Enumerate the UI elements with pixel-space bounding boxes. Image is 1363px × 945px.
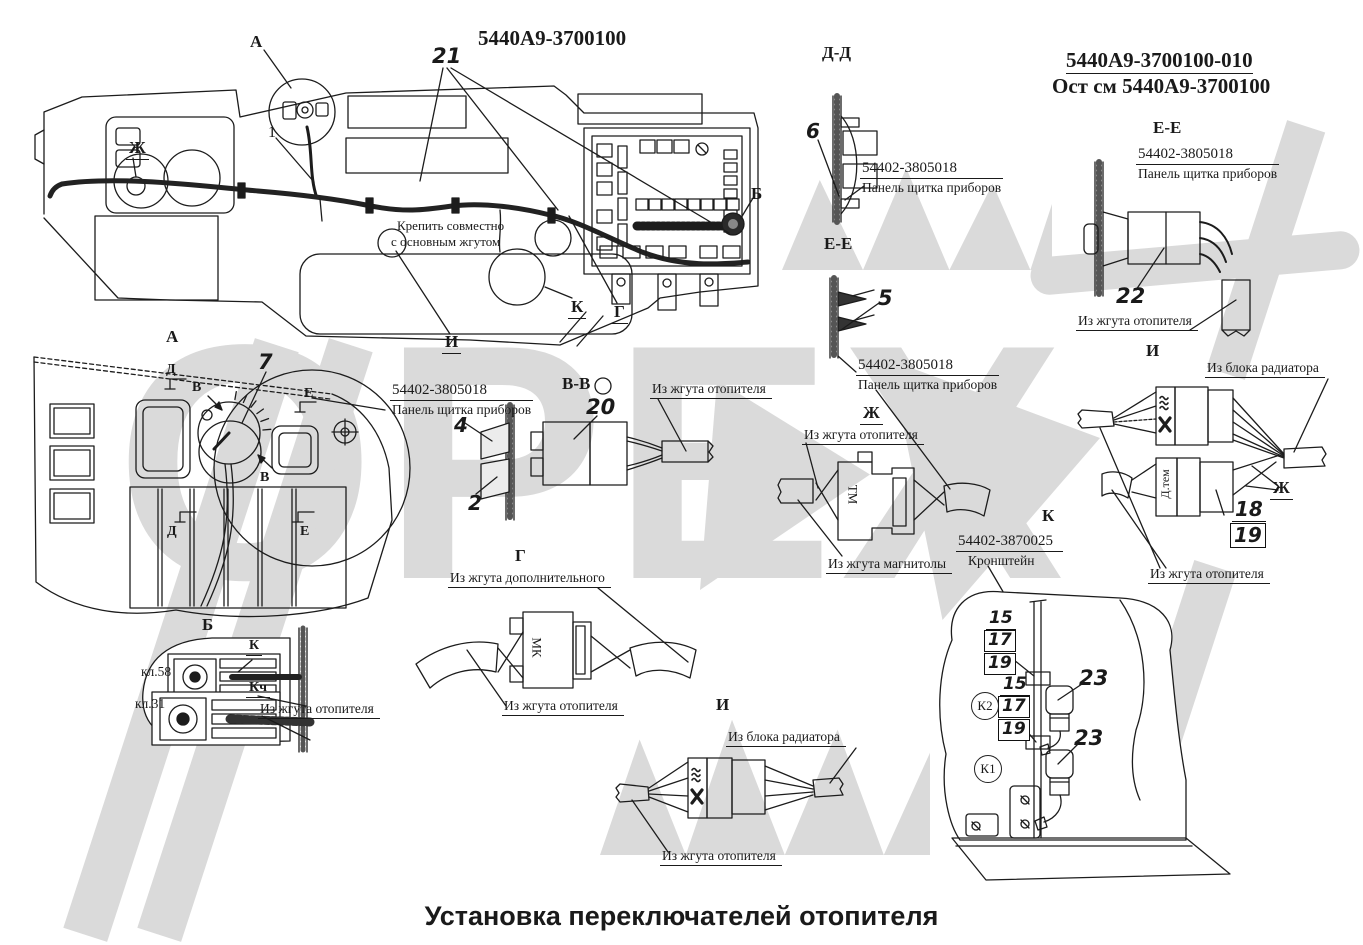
section-ee-left [829, 275, 880, 373]
callout-23-b: 23 [1074, 726, 1104, 750]
section-title-ee-left: Е-Е [824, 234, 853, 253]
lead-radiator-right: Из блока радиатора [1205, 360, 1325, 378]
part-name: Панель щитка приборов [392, 402, 532, 417]
callout-21: 21 [432, 44, 462, 68]
marker-v-top: В [192, 380, 202, 395]
callout-5: 5 [878, 286, 893, 310]
section-title-i-bottom: И [716, 695, 730, 714]
marker-e-bottom: Е [300, 524, 310, 539]
marker-d-bottom: Д [167, 524, 177, 539]
part-name: Панель щитка приборов [1138, 166, 1278, 181]
lead-radiator-bottom: Из блока радиатора [726, 729, 846, 747]
part-code: 54402-3870025 [956, 533, 1063, 552]
connector-label-mk: МК [529, 637, 545, 658]
callout-4: 4 [454, 413, 468, 437]
section-i-bottom [615, 747, 857, 853]
fasten-note-line2: с основным жгутом [391, 234, 501, 249]
panel-part-label-vv: 54402-3805018 Панель щитка приборов [390, 382, 534, 418]
section-i-right [1077, 378, 1329, 569]
marker-k2: К2 [971, 692, 999, 720]
terminal-k: К [246, 638, 263, 657]
view-title-a: А [166, 327, 179, 346]
drawing-number: 5440А9-3700100 [478, 26, 627, 50]
view-marker-b-panel: Б [202, 615, 214, 634]
marker-e-top: Е [304, 386, 314, 401]
section-b [142, 625, 315, 755]
lead-heater-i-bottom: Из жгута отопителя [660, 848, 782, 866]
lead-heater-b: Из жгута отопителя [258, 701, 380, 719]
view-marker-k-right: К [1042, 506, 1055, 525]
panel-a-view [33, 356, 411, 618]
variant-reference-note: Ост см 5440А9-3700100 [1052, 74, 1271, 98]
lead-additional: Из жгута дополнительного [448, 570, 611, 588]
terminal-kl58: кл.58 [141, 664, 172, 679]
part-name: Панель щитка приборов [858, 377, 998, 392]
view-marker-g-dash: Г [611, 302, 628, 324]
marker-d-top: Д [166, 362, 176, 377]
section-title-ee-right: Е-Е [1153, 118, 1182, 137]
callout-19-a: 19 [984, 653, 1016, 675]
section-g [415, 587, 697, 707]
callout-19: 19 [1230, 523, 1266, 548]
view-marker-k-dash: К [568, 297, 587, 319]
panel-part-label-zh: 54402-3805018 Панель щитка приборов [856, 357, 1000, 393]
view-marker-b-dash: Б [751, 184, 763, 203]
part-name: Панель щитка приборов [862, 180, 1002, 195]
page-title: Установка переключателей отопителя [424, 901, 939, 931]
view-marker-zh-dash: Ж [126, 138, 149, 160]
part-code: 54402-3805018 [860, 160, 1004, 179]
callout-22: 22 [1116, 284, 1146, 308]
terminal-kch: Кч [246, 680, 271, 699]
panel-part-label-dd: 54402-3805018 Панель щитка приборов [860, 160, 1004, 196]
lead-heater-vv: Из жгута отопителя [650, 381, 772, 399]
section-vv [461, 377, 714, 523]
section-title-g: Г [515, 546, 526, 565]
callout-2: 2 [468, 491, 482, 515]
bracket-part-label: 54402-3870025 Кронштейн [956, 533, 1063, 569]
section-title-vv: В-В [562, 374, 591, 393]
callout-23-a: 23 [1079, 666, 1109, 690]
part-code: 54402-3805018 [390, 382, 534, 401]
connector-label-tm: ТМ [845, 484, 861, 505]
section-dd [817, 93, 878, 225]
terminal-kl31: кл.31 [135, 696, 166, 711]
part-code: 54402-3805018 [1136, 146, 1280, 165]
lead-heater-ee-right: Из жгута отопителя [1076, 313, 1198, 331]
lead-heater-zh: Из жгута отопителя [802, 427, 924, 445]
view-marker-i-dash: И [442, 332, 462, 354]
lead-magnitola: Из жгута магнитолы [826, 556, 953, 574]
panel-part-label-ee-right: 54402-3805018 Панель щитка приборов [1136, 146, 1280, 182]
callout-1: 1 [268, 124, 276, 141]
callout-20: 20 [586, 395, 616, 419]
callout-18: 18 [1232, 498, 1266, 522]
lead-heater-g: Из жгута отопителя [502, 698, 624, 716]
connector-label-dtem: Д.тем [1158, 469, 1173, 499]
variant-drawing-number: 5440А9-3700100-010 [1066, 48, 1253, 75]
callout-15-b: 15 [1000, 674, 1030, 696]
marker-k1: К1 [974, 755, 1002, 783]
fasten-note-line1: Крепить совместно [397, 218, 505, 233]
part-name: Кронштейн [968, 553, 1035, 568]
marker-v-bottom: В [260, 470, 270, 485]
marker-zh-small: Ж [1270, 478, 1293, 500]
section-title-i-right: И [1146, 341, 1160, 360]
lead-heater-i-right: Из жгута отопителя [1148, 566, 1270, 584]
callout-19-b: 19 [998, 719, 1030, 741]
callout-17-b: 17 [998, 696, 1030, 718]
callout-6: 6 [806, 119, 820, 143]
callout-15-a: 15 [986, 608, 1016, 630]
callout-17-a: 17 [984, 630, 1016, 652]
section-title-zh: Ж [860, 403, 883, 425]
dashboard-view [34, 49, 759, 347]
section-ee-right [1083, 159, 1251, 337]
callout-7: 7 [258, 350, 273, 374]
part-code: 54402-3805018 [856, 357, 1000, 376]
view-marker-a: А [250, 32, 263, 51]
section-title-dd: Д-Д [822, 43, 852, 62]
